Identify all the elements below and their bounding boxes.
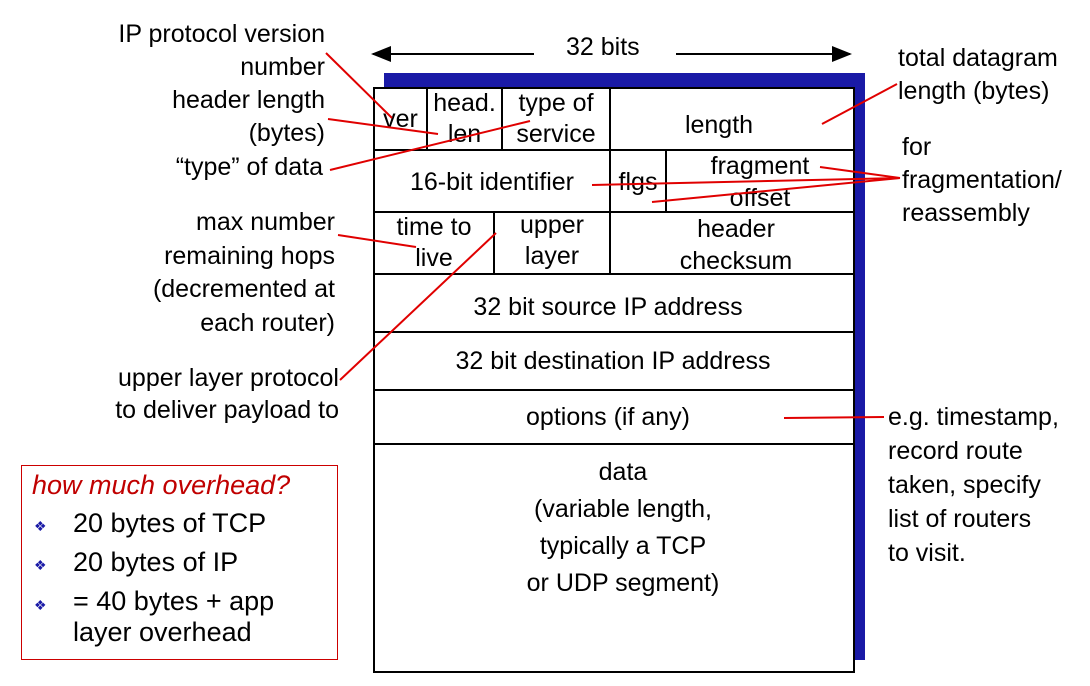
field-options-label: options (if any) (526, 402, 690, 431)
field-identifier-label: 16-bit identifier (410, 167, 574, 196)
row-divider (373, 149, 853, 151)
field-tos-line2: service (516, 120, 596, 148)
annotation-total-length-line2: length (bytes) (898, 77, 1050, 105)
field-frag-line1: fragment (710, 152, 810, 180)
overhead-box: how much overhead? ❖ 20 bytes of TCP ❖ 2… (21, 465, 338, 660)
annotation-version-line2: number (240, 53, 325, 81)
field-header-checksum: header checksum (611, 214, 861, 276)
overhead-item: layer overhead (73, 617, 252, 647)
box-shadow-top (384, 73, 865, 89)
annotation-max-hops-line1: max number (196, 208, 335, 236)
row-divider (373, 331, 853, 333)
annotation-upper-protocol-line1: upper layer protocol (118, 364, 339, 392)
field-identifier: 16-bit identifier (375, 152, 609, 212)
field-length: length (611, 89, 827, 161)
annotation-fragmentation: for fragmentation/ reassembly (902, 131, 1062, 230)
row-divider (373, 211, 853, 213)
field-length-label: length (684, 110, 754, 139)
col-divider (501, 87, 503, 150)
field-tos-line1: type of (518, 89, 594, 117)
field-type-of-service: type of service (503, 89, 609, 149)
annotation-options-line5: to visit. (888, 539, 966, 567)
field-source-ip: 32 bit source IP address (375, 275, 841, 339)
annotation-header-length: header length (bytes) (40, 84, 325, 150)
annotation-max-hops-line3: (decremented at (152, 275, 335, 303)
row-divider (373, 443, 853, 445)
annotation-version-line1: IP protocol version (118, 20, 325, 48)
overhead-title: how much overhead? (32, 470, 291, 500)
col-divider (609, 87, 611, 150)
annotation-options-line3: taken, specify (888, 471, 1041, 499)
field-header-length: head. len (428, 89, 501, 149)
field-ttl-line1: time to (396, 213, 472, 241)
bullet-icon: ❖ (34, 557, 47, 573)
col-divider (609, 212, 611, 274)
field-destination-ip-label: 32 bit destination IP address (455, 346, 771, 375)
field-checksum-line1: header (697, 215, 775, 243)
field-upper-line2: layer (524, 242, 580, 270)
annotation-options-line2: record route (888, 437, 1023, 465)
annotation-upper-protocol: upper layer protocol to deliver payload … (40, 362, 339, 426)
annotation-options-line1: e.g. timestamp, (888, 403, 1059, 431)
field-source-ip-label: 32 bit source IP address (473, 292, 743, 321)
annotation-header-length-line1: header length (172, 86, 325, 114)
field-data-line4: or UDP segment) (526, 569, 720, 597)
field-time-to-live: time to live (375, 212, 493, 274)
annotation-options-line4: list of routers (888, 505, 1032, 533)
annotation-fragmentation-line2: fragmentation/ (902, 166, 1062, 194)
field-frag-line2: offset (729, 184, 791, 212)
bullet-icon: ❖ (34, 597, 47, 613)
annotation-upper-protocol-line2: to deliver payload to (115, 396, 339, 424)
annotation-max-hops-line4: each router) (200, 308, 335, 337)
field-data-line2: (variable length, (534, 495, 712, 523)
field-header-length-line1: head. (433, 89, 496, 117)
field-data-line1: data (598, 458, 648, 486)
field-upper-layer: upper layer (495, 210, 609, 272)
overhead-item: 20 bytes of TCP (73, 508, 267, 538)
annotation-max-hops: max number remaining hops (decremented a… (40, 206, 335, 340)
field-data-line3: typically a TCP (539, 532, 707, 560)
annotation-fragmentation-line1: for (902, 133, 932, 161)
annotation-total-length: total datagram length (bytes) (898, 42, 1058, 108)
overhead-item: = 40 bytes + app (73, 586, 275, 616)
bullet-icon: ❖ (34, 518, 47, 534)
annotation-version: IP protocol version number (40, 18, 325, 84)
row-divider (373, 273, 853, 275)
field-version: ver (375, 89, 426, 149)
field-header-length-line2: len (447, 120, 482, 148)
field-destination-ip: 32 bit destination IP address (375, 333, 851, 389)
field-data: data (variable length, typically a TCP o… (433, 454, 813, 602)
field-flags-label: flgs (618, 167, 658, 196)
annotation-options-examples: e.g. timestamp, record route taken, spec… (888, 400, 1059, 570)
field-fragment-offset: fragment offset (667, 152, 853, 212)
field-ttl-line2: live (415, 244, 453, 272)
field-checksum-line2: checksum (679, 247, 793, 275)
width-label: 32 bits (566, 33, 640, 61)
annotation-header-length-line2: (bytes) (248, 119, 325, 147)
annotation-type-of-data: “type” of data (175, 153, 323, 181)
field-upper-line1: upper (520, 211, 584, 239)
field-options: options (if any) (375, 391, 841, 443)
row-divider (373, 389, 853, 391)
field-version-label: ver (383, 104, 418, 133)
annotation-fragmentation-line3: reassembly (902, 199, 1030, 227)
annotation-total-length-line1: total datagram (898, 44, 1058, 72)
overhead-item: 20 bytes of IP (73, 547, 239, 577)
annotation-max-hops-line2: remaining hops (164, 241, 335, 270)
field-flags: flgs (611, 152, 665, 212)
